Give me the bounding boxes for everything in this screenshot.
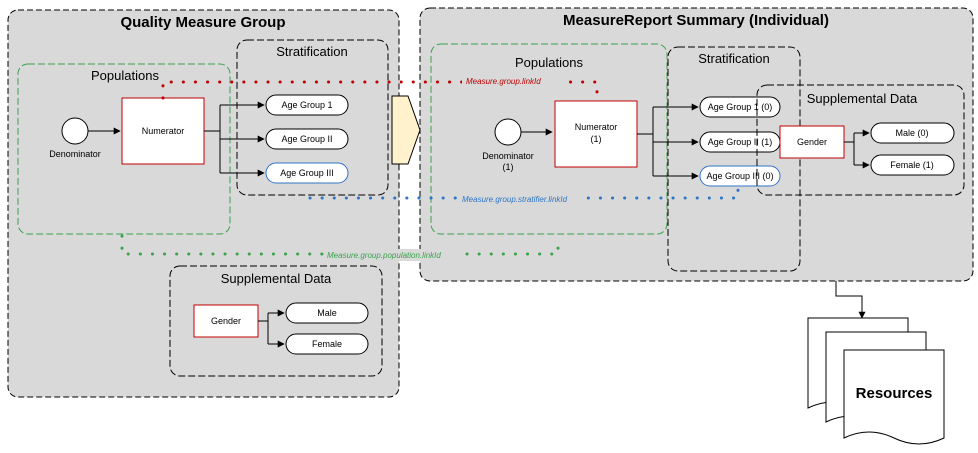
report-denominator-node (494, 118, 522, 146)
resources-output: Resources (807, 281, 945, 445)
stratification-title: Stratification (276, 44, 348, 59)
report-age-group-3-label: Age Group III (0) (706, 171, 773, 181)
report-age-group-1-label: Age Group 1 (0) (708, 102, 773, 112)
population-linkid-label: Measure.group.population.linkId (327, 251, 441, 260)
report-numerator-count: (1) (591, 134, 602, 144)
transform-arrow-icon (391, 95, 421, 165)
report-denominator-label: Denominator (482, 151, 534, 161)
report-gender-label: Gender (797, 137, 827, 147)
age-group-2-node (265, 128, 349, 150)
denominator-node (61, 117, 89, 145)
supplemental-data-group: Supplemental Data Gender Male Female (169, 265, 383, 377)
population-linkid-link: Measure.group.population.linkId (120, 234, 560, 261)
denominator-label: Denominator (49, 149, 101, 159)
numerator-label: Numerator (142, 126, 185, 136)
report-age-group-3-node (699, 165, 781, 187)
populations-group: Populations Denominator Numerator (17, 63, 231, 235)
report-supplemental-data-group: Supplemental Data Gender Male (0) Female… (756, 84, 965, 196)
panel-title: Quality Measure Group (120, 14, 285, 31)
age-group-1-label: Age Group 1 (281, 100, 332, 110)
populations-title: Populations (91, 68, 159, 83)
age-group-1-node (265, 94, 349, 116)
report-gender-node (779, 125, 845, 159)
report-populations-title: Populations (515, 55, 583, 70)
male-label: Male (317, 308, 337, 318)
male-node (285, 302, 369, 324)
report-denominator-count: (1) (503, 162, 514, 172)
report-age-group-1-node (699, 96, 781, 118)
stratifier-linkid-link: Measure.group.stratifier.linkId (308, 184, 740, 205)
report-male-label: Male (0) (895, 128, 928, 138)
gender-label: Gender (211, 316, 241, 326)
gender-node (193, 304, 259, 338)
resources-label: Resources (856, 385, 933, 402)
report-male-node (870, 122, 955, 144)
supplemental-title: Supplemental Data (221, 271, 332, 286)
report-stratification-group: Stratification Age Group 1 (0) Age Group… (637, 46, 801, 272)
report-stratification-title: Stratification (698, 51, 770, 66)
report-numerator-label: Numerator (575, 122, 618, 132)
report-supplemental-title: Supplemental Data (807, 91, 918, 106)
report-numerator-node (554, 100, 638, 168)
age-group-3-label: Age Group III (280, 168, 334, 178)
report-age-group-2-label: Age Group II (1) (708, 137, 773, 147)
document-stack-icon (843, 349, 945, 445)
report-female-node (870, 154, 955, 176)
female-label: Female (312, 339, 342, 349)
female-node (285, 333, 369, 355)
stratifier-linkid-label: Measure.group.stratifier.linkId (462, 195, 568, 204)
age-group-3-node (265, 162, 349, 184)
panel-title: MeasureReport Summary (Individual) (563, 12, 829, 29)
stratification-group: Stratification Age Group 1 Age Group II … (204, 39, 389, 196)
report-female-label: Female (1) (890, 160, 934, 170)
group-linkid-label: Measure.group.linkId (466, 77, 541, 86)
report-populations-group: Populations Denominator (1) Numerator (1… (430, 43, 668, 235)
measurereport-summary-panel: MeasureReport Summary (Individual) Popul… (419, 7, 974, 282)
quality-measure-group-panel: Quality Measure Group Populations Denomi… (7, 9, 400, 398)
age-group-2-label: Age Group II (281, 134, 332, 144)
group-linkid-link: Measure.group.linkId (161, 75, 599, 100)
